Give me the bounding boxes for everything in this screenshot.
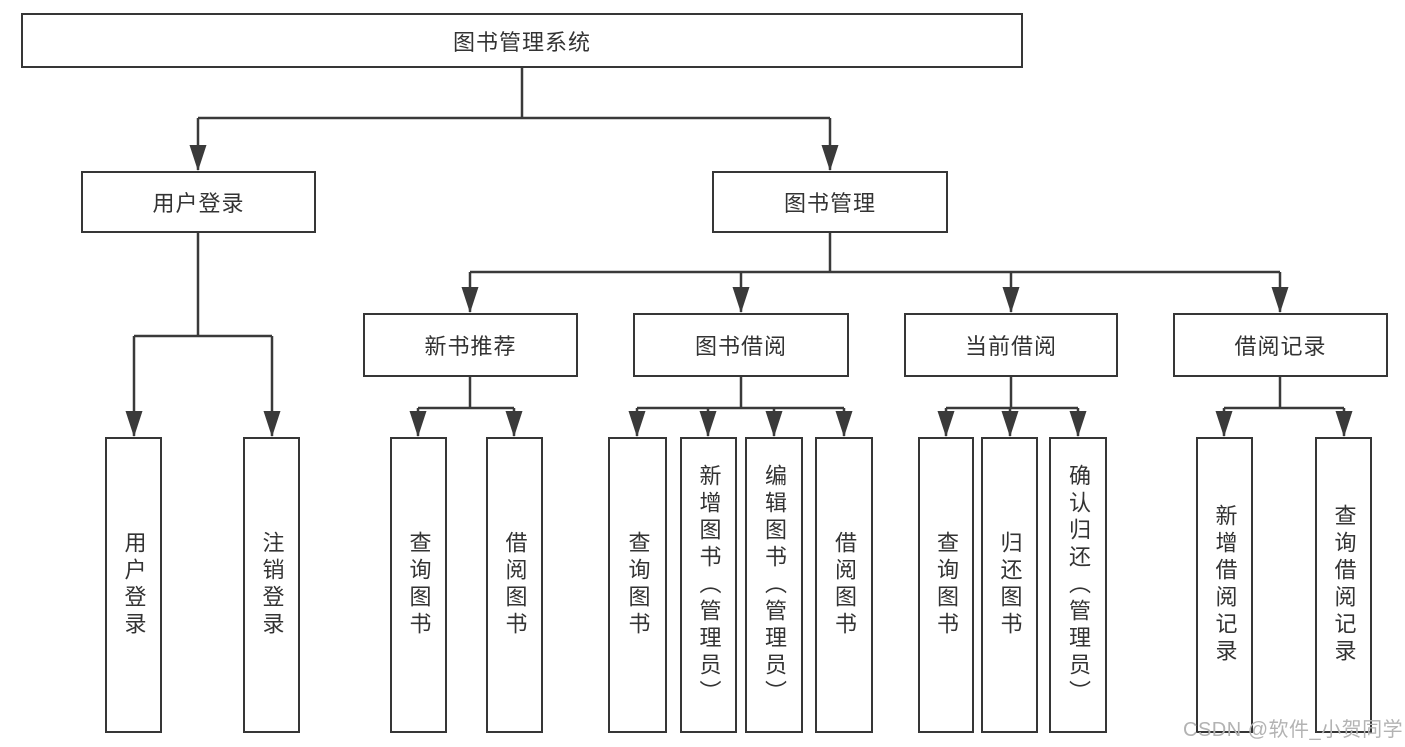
- node-new-book-recommend-label: 新书推荐: [424, 334, 517, 359]
- node-book-borrow-label: 图书借阅: [694, 334, 787, 359]
- leaf-return-book: 归还图书: [981, 437, 1038, 733]
- leaf-edit-book-admin: 编辑图书（管理员）: [745, 437, 803, 733]
- leaf-add-borrow-record-label: 新增借阅记录: [1212, 504, 1238, 666]
- leaf-add-borrow-record: 新增借阅记录: [1196, 437, 1253, 733]
- connector-book-borrow: [637, 377, 844, 410]
- leaf-query-borrow-record-label: 查询借阅记录: [1331, 504, 1357, 666]
- leaf-query-books-1: 查询图书: [390, 437, 447, 733]
- leaf-query-borrow-record: 查询借阅记录: [1315, 437, 1372, 733]
- leaf-confirm-return-admin: 确认归还（管理员）: [1049, 437, 1107, 733]
- connector-new-book-recommend: [418, 377, 514, 410]
- node-book-borrow: 图书借阅: [633, 313, 849, 377]
- leaf-borrow-books-2: 借阅图书: [815, 437, 873, 733]
- leaf-logout: 注销登录: [243, 437, 300, 733]
- leaf-confirm-return-admin-label: 确认归还（管理员）: [1066, 463, 1091, 707]
- connector-current-borrow: [946, 377, 1078, 410]
- node-book-management: 图书管理: [712, 171, 948, 233]
- leaf-user-login-label: 用户登录: [121, 531, 147, 639]
- leaf-query-books-1-label: 查询图书: [406, 531, 432, 639]
- node-borrow-records: 借阅记录: [1173, 313, 1388, 377]
- node-root-label: 图书管理系统: [452, 29, 591, 55]
- connector-user-login: [134, 233, 272, 338]
- leaf-add-book-admin: 新增图书（管理员）: [680, 437, 737, 733]
- node-borrow-records-label: 借阅记录: [1234, 334, 1327, 359]
- node-user-login: 用户登录: [81, 171, 316, 233]
- node-current-borrow-label: 当前借阅: [964, 334, 1057, 359]
- node-root: 图书管理系统: [21, 13, 1023, 68]
- leaf-return-book-label: 归还图书: [997, 531, 1023, 639]
- connector-borrow-records: [1224, 377, 1344, 410]
- node-book-management-label: 图书管理: [783, 191, 876, 216]
- leaf-borrow-books-1: 借阅图书: [486, 437, 543, 733]
- leaf-query-books-2: 查询图书: [608, 437, 667, 733]
- leaf-user-login: 用户登录: [105, 437, 162, 733]
- leaf-query-books-3-label: 查询图书: [934, 531, 959, 639]
- node-new-book-recommend: 新书推荐: [363, 313, 578, 377]
- leaf-query-books-2-label: 查询图书: [625, 531, 651, 639]
- csdn-watermark: CSDN @软件_小贺同学: [1183, 719, 1404, 741]
- leaf-query-books-3: 查询图书: [918, 437, 974, 733]
- leaf-add-book-admin-label: 新增图书（管理员）: [696, 463, 722, 707]
- leaf-borrow-books-1-label: 借阅图书: [502, 531, 528, 639]
- leaf-edit-book-admin-label: 编辑图书（管理员）: [762, 463, 787, 707]
- leaf-logout-label: 注销登录: [259, 531, 285, 639]
- leaf-borrow-books-2-label: 借阅图书: [832, 531, 857, 639]
- connector-book-management: [470, 233, 1280, 274]
- connector-root: [198, 68, 830, 120]
- node-current-borrow: 当前借阅: [904, 313, 1118, 377]
- node-user-login-label: 用户登录: [152, 191, 245, 216]
